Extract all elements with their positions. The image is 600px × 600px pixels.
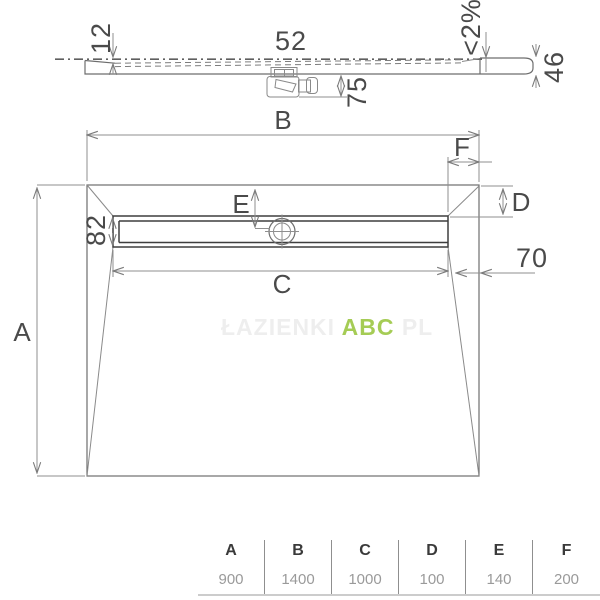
table-header-B: B	[292, 542, 304, 559]
dim-52-label: 52	[275, 26, 307, 56]
table-header-A: A	[225, 542, 237, 559]
table-value-B: 1400	[281, 571, 315, 588]
watermark: ŁAZIENKI ABC PL	[221, 314, 433, 341]
section-view: 12 52 <2% 46 75	[55, 0, 569, 108]
dim-E: E	[232, 189, 270, 229]
table-value-C: 1000	[348, 571, 382, 588]
hidden-floor-line-1	[114, 59, 463, 64]
dim-B-label: B	[274, 105, 291, 135]
dim-channel-82: 82	[81, 214, 113, 246]
drain-channel	[112, 215, 449, 248]
dim-rim-70: 70	[456, 243, 548, 273]
table-header-E: E	[493, 542, 505, 559]
dim-slope-label: <2%	[456, 0, 486, 56]
trap-outlet	[298, 79, 311, 93]
fold-line-bottom-right	[447, 246, 480, 477]
dim-F: F	[448, 132, 492, 212]
drain-outlet	[265, 214, 299, 249]
table-value-A: 900	[218, 571, 244, 588]
drain-trap	[266, 67, 318, 98]
hidden-floor-line-2	[114, 62, 463, 68]
table-header-C: C	[359, 542, 371, 559]
table-column-B: B 1400	[265, 540, 332, 594]
dim-D: D	[450, 185, 531, 218]
dim-slope: <2%	[456, 0, 486, 72]
dim-75-label: 75	[342, 76, 372, 108]
fold-line-bottom-left	[86, 246, 114, 477]
plan-view: B F A E	[13, 105, 548, 477]
tray-outline-plan	[86, 184, 480, 477]
dim-D-label: D	[512, 187, 531, 217]
dimensions-table: A 900 B 1400 C 1000 D 100 E 140 F 200	[198, 540, 600, 596]
table-value-D: 100	[419, 571, 445, 588]
table-value-E: 140	[486, 571, 512, 588]
trap-flange-inner-left	[274, 69, 285, 77]
dim-edge-thickness: 12	[86, 22, 116, 74]
dim-tray-height: 46	[536, 44, 569, 88]
watermark-prefix: ŁAZIENKI	[221, 314, 336, 340]
dim-C: C	[113, 250, 448, 299]
table-column-A: A 900	[198, 540, 265, 594]
dim-12-label: 12	[86, 22, 116, 54]
trap-flange-inner-right	[284, 69, 294, 77]
trap-outlet-cap	[306, 77, 318, 94]
dim-A: A	[13, 184, 85, 477]
fold-line-top-left	[86, 184, 114, 217]
dim-trap-depth: 75	[299, 76, 372, 108]
table-value-F: 200	[553, 571, 580, 588]
dim-E-label: E	[232, 189, 249, 219]
trap-body	[266, 76, 300, 98]
table-column-C: C 1000	[332, 540, 399, 594]
table-header-D: D	[426, 542, 438, 559]
table-column-F: F 200	[533, 540, 600, 594]
dim-B: B	[87, 105, 479, 182]
dim-F-label: F	[454, 132, 470, 162]
dim-70-label: 70	[516, 243, 548, 273]
table-column-D: D 100	[399, 540, 466, 594]
watermark-brand: ABC	[341, 314, 395, 340]
table-column-E: E 140	[466, 540, 533, 594]
dim-C-label: C	[273, 269, 292, 299]
fold-line-top-right	[447, 185, 480, 217]
dim-A-label: A	[13, 317, 31, 347]
dim-46-label: 46	[539, 51, 569, 83]
watermark-suffix: PL	[401, 314, 434, 340]
tray-right-floor-edge	[461, 58, 481, 62]
tray-left-floor-edge	[84, 59, 116, 64]
trap-elbow	[274, 78, 297, 93]
table-header-F: F	[561, 542, 572, 559]
tray-profile-outline	[84, 57, 534, 75]
dim-82-label: 82	[81, 214, 111, 246]
